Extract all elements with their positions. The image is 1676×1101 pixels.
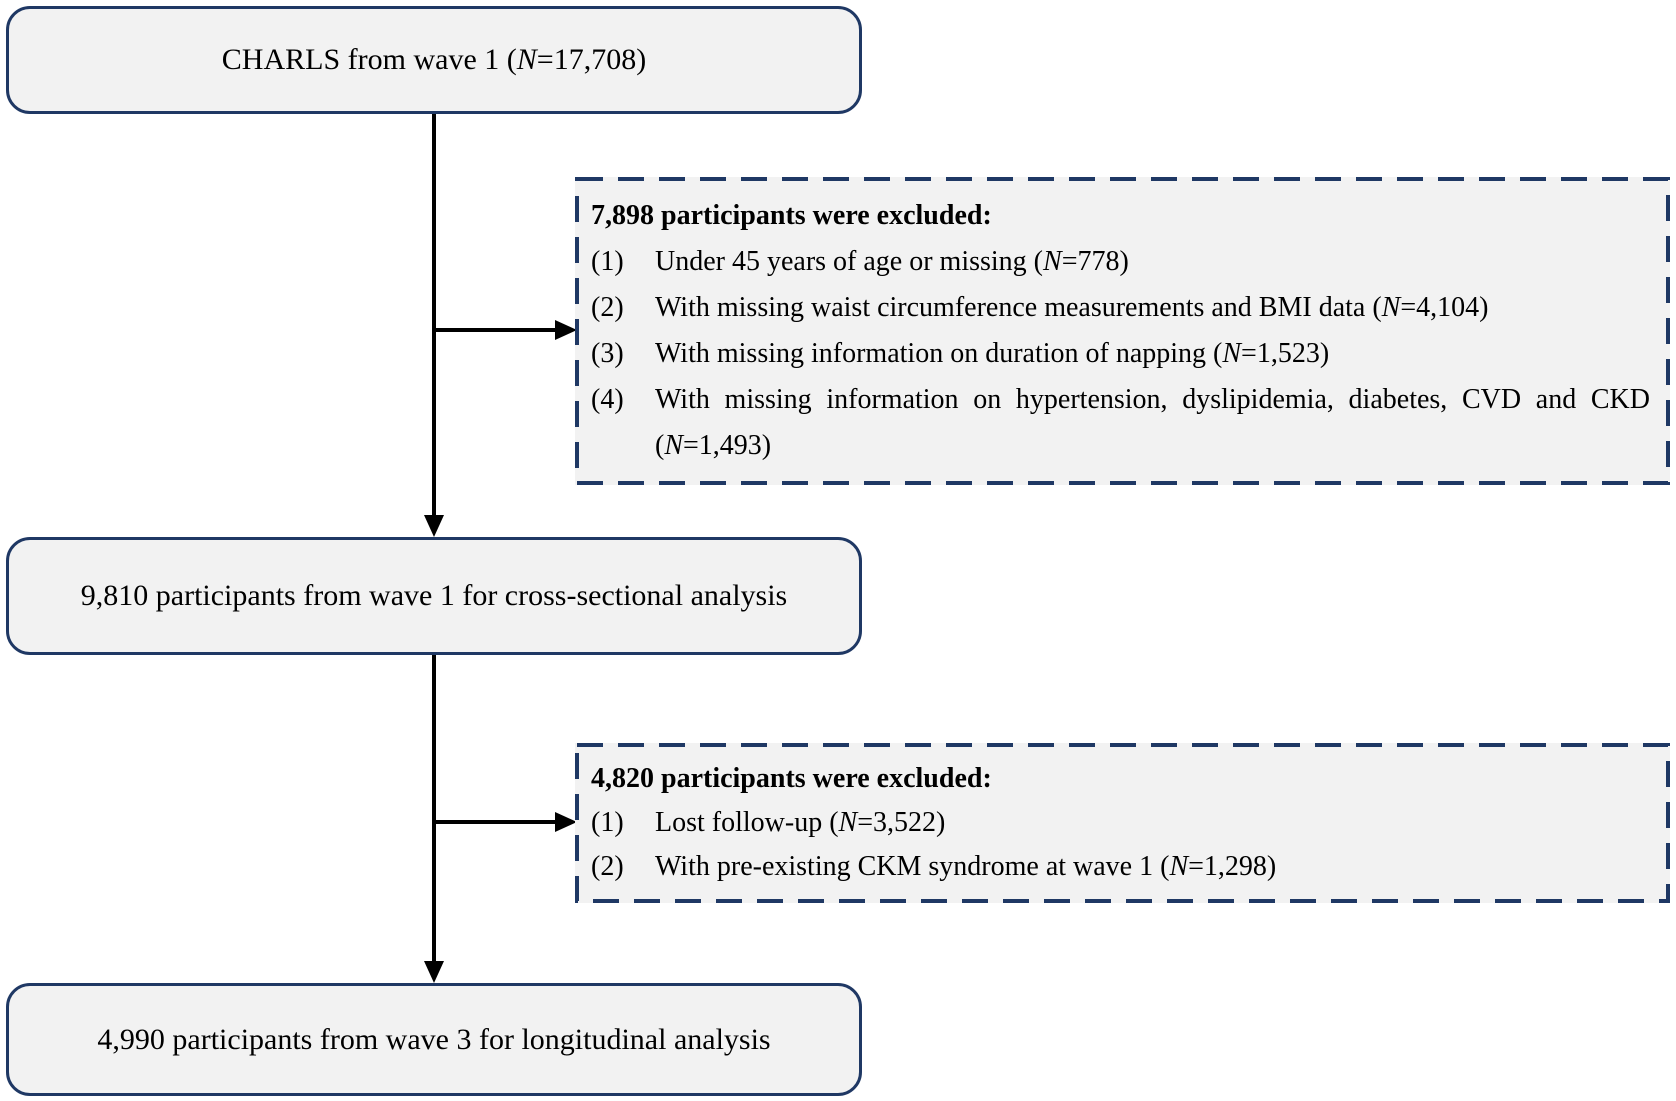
- arrow-down-1-icon: [424, 515, 444, 537]
- charls-wave1-box: CHARLS from wave 1 (N=17,708): [6, 6, 862, 114]
- item-number: (1): [591, 246, 624, 277]
- exclusion-2-content: 4,820 participants were excluded: (1) Lo…: [575, 743, 1670, 905]
- exclusion-2-title: 4,820 participants were excluded:: [591, 763, 992, 794]
- exclusion-2-item: (2) With pre-existing CKM syndrome at wa…: [591, 845, 1650, 889]
- item-text: Under 45 years of age or missing (N=778): [655, 246, 1129, 277]
- item-number: (2): [591, 292, 624, 323]
- dashed-border: [575, 177, 1670, 485]
- arrow-right-1-icon: [555, 320, 577, 340]
- cross-sectional-text: 9,810 participants from wave 1 for cross…: [80, 579, 788, 612]
- item-text: With missing information on hypertension…: [655, 384, 1650, 461]
- cross-sectional-box: 9,810 participants from wave 1 for cross…: [6, 537, 862, 655]
- longitudinal-box: 4,990 participants from wave 3 for longi…: [6, 983, 862, 1096]
- arrow-right-2-icon: [555, 812, 577, 832]
- item-number: (2): [591, 851, 624, 882]
- exclusion-1-item: (1) Under 45 years of age or missing (N=…: [591, 239, 1650, 285]
- exclusion-2-item: (1) Lost follow-up (N=3,522): [591, 801, 1650, 845]
- exclusion-1-item: (3) With missing information on duration…: [591, 331, 1650, 377]
- exclusion-1-item: (4) With missing information on hyperten…: [591, 377, 1650, 469]
- exclusion-1-item: (2) With missing waist circumference mea…: [591, 285, 1650, 331]
- item-number: (3): [591, 338, 624, 369]
- exclusion-1-title: 7,898 participants were excluded:: [591, 200, 992, 231]
- item-text: With pre-existing CKM syndrome at wave 1…: [655, 851, 1277, 882]
- exclusion-box-1: 7,898 participants were excluded: (1) Un…: [575, 177, 1670, 485]
- item-text: Lost follow-up (N=3,522): [655, 807, 946, 838]
- item-text: With missing waist circumference measure…: [655, 292, 1489, 323]
- longitudinal-text: 4,990 participants from wave 3 for longi…: [97, 1022, 771, 1056]
- exclusion-1-content: 7,898 participants were excluded: (1) Un…: [575, 177, 1670, 485]
- item-text: With missing information on duration of …: [655, 338, 1330, 369]
- item-number: (1): [591, 807, 624, 838]
- dashed-border: [575, 743, 1670, 903]
- arrow-down-2-icon: [424, 961, 444, 983]
- exclusion-box-2: 4,820 participants were excluded: (1) Lo…: [575, 743, 1670, 903]
- item-number: (4): [591, 384, 624, 415]
- charls-wave1-text: CHARLS from wave 1 (N=17,708): [221, 43, 647, 76]
